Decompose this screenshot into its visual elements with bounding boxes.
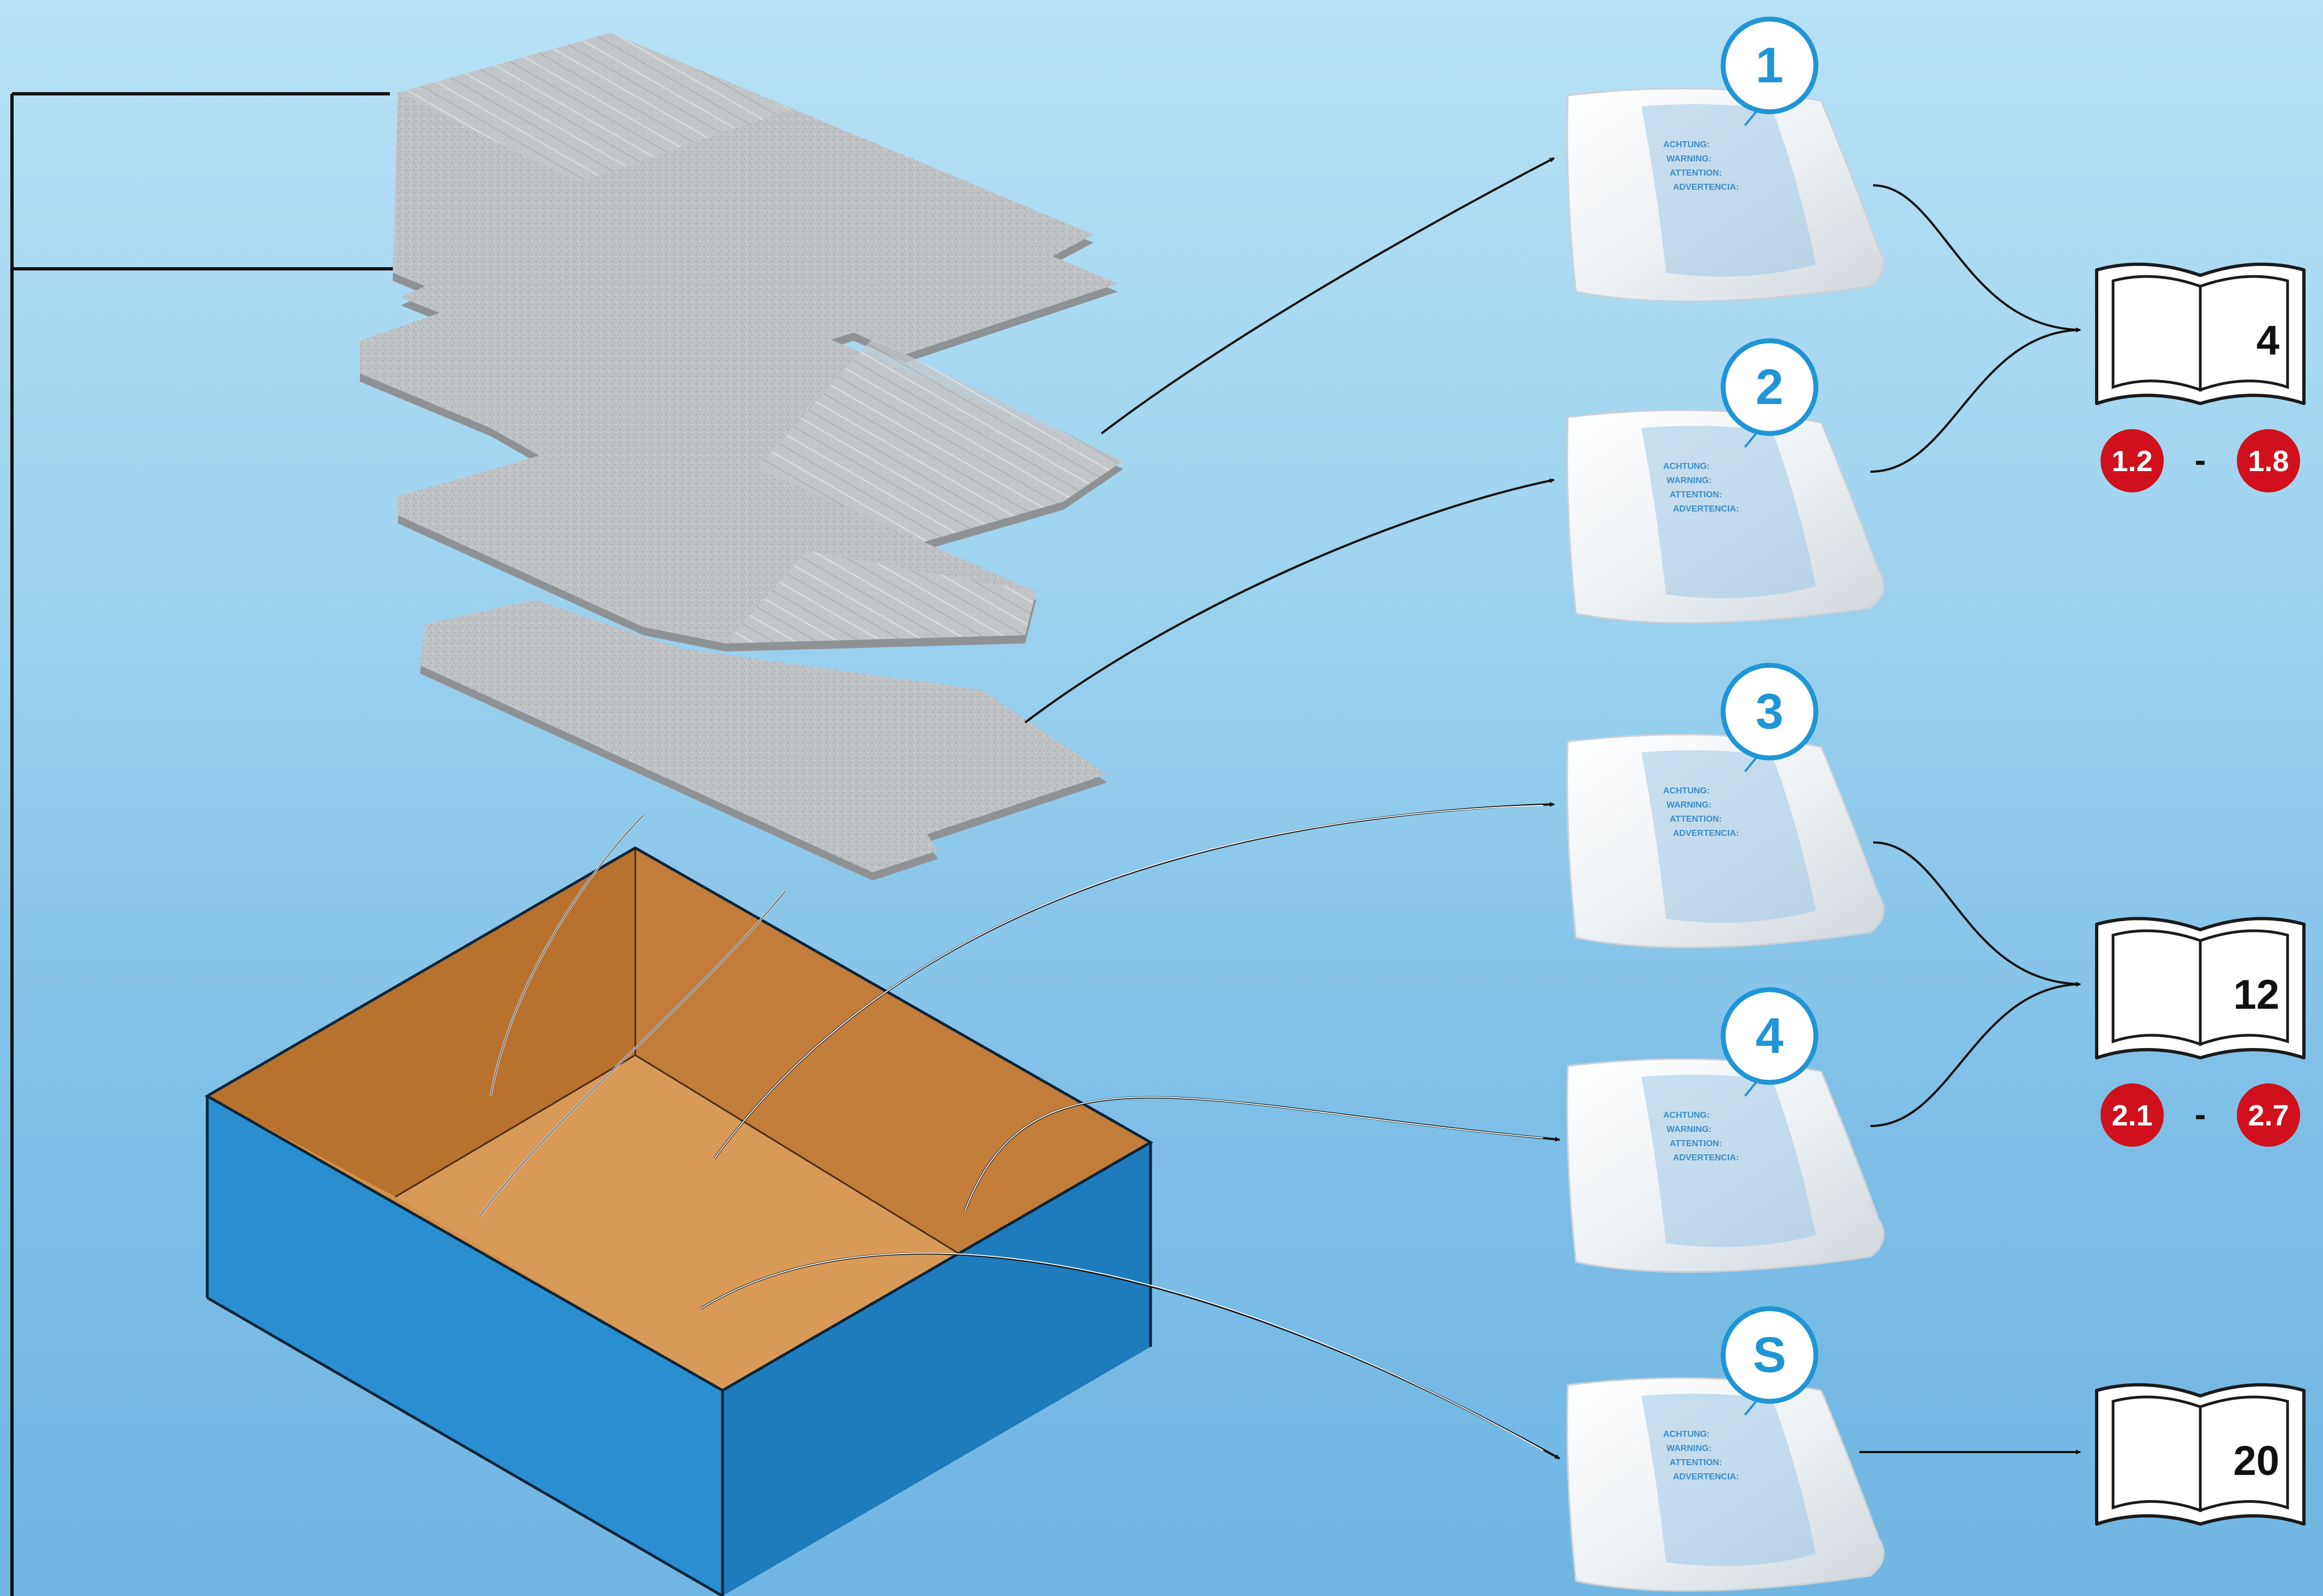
step-badge-label: 2.1: [2111, 1099, 2152, 1132]
left-bracket: [10, 92, 401, 1596]
bag-warning-text: WARNING:: [1666, 1444, 1712, 1453]
manual-page-number: 4: [2256, 317, 2279, 364]
manual-page-number: 12: [2233, 972, 2279, 1018]
bag-label: S: [1753, 1327, 1786, 1383]
bag-warning-text: ATTENTION:: [1670, 168, 1722, 178]
bag-warning-text: ADVERTENCIA:: [1673, 1153, 1739, 1163]
step-range-separator: -: [2195, 442, 2206, 479]
instruction-manual: 20: [2095, 1383, 2306, 1526]
part-arrows-halo: [700, 805, 1544, 1451]
bag-label: 1: [1755, 38, 1783, 93]
step-badge: [2237, 429, 2300, 492]
step-badge-label: 1.8: [2248, 445, 2289, 478]
instruction-manual: 12 2.1 2.7 -: [2095, 917, 2306, 1147]
board-leader-lines-outline: [479, 815, 786, 1216]
step-badge: [2101, 1083, 2164, 1147]
bag-warning-text: ATTENTION:: [1670, 1139, 1722, 1148]
bag-warning-text: ACHTUNG:: [1663, 462, 1710, 471]
bag-warning-text: ADVERTENCIA:: [1673, 829, 1739, 838]
bag-label-circle: [1720, 1306, 1819, 1404]
bag-warning-text: WARNING:: [1666, 154, 1712, 164]
step-range-separator: -: [2195, 1096, 2206, 1134]
bag-warning-text: WARNING:: [1666, 800, 1712, 810]
parts-bag: ACHTUNG: WARNING: ATTENTION: ADVERTENCIA: S: [1566, 1306, 1885, 1592]
bag-warning-text: ADVERTENCIA:: [1673, 504, 1739, 514]
bag-label-circle: [1720, 16, 1819, 115]
step-badge: [2101, 429, 2164, 492]
step-badge-label: 1.2: [2111, 445, 2152, 478]
storage-box: [204, 846, 1154, 1596]
bag-label-circle: [1720, 987, 1819, 1085]
floor-board-bottom: [420, 600, 1107, 881]
bag-warning-text: ATTENTION:: [1670, 490, 1722, 499]
bag-warning-text: ATTENTION:: [1670, 1458, 1722, 1467]
step-badge: [2237, 1083, 2300, 1147]
bag-warning-text: WARNING:: [1666, 476, 1712, 485]
step-badge-label: 2.7: [2248, 1099, 2289, 1132]
parts-bag: ACHTUNG: WARNING: ATTENTION: ADVERTENCIA: 2: [1566, 338, 1885, 624]
manual-page-number: 20: [2233, 1438, 2279, 1484]
bag-warning-text: ACHTUNG:: [1663, 786, 1710, 796]
bag-warning-text: WARNING:: [1666, 1125, 1712, 1134]
bag-label: 4: [1755, 1008, 1783, 1064]
bag-warning-text: ACHTUNG:: [1663, 140, 1710, 149]
manual-arrows: [1859, 184, 2081, 1455]
parts-bag: ACHTUNG: WARNING: ATTENTION: ADVERTENCIA: 1: [1566, 16, 1885, 303]
bag-label-circle: [1720, 663, 1819, 761]
bag-label: 2: [1755, 359, 1783, 415]
bag-label-circle: [1720, 338, 1819, 436]
bag-warning-text: ADVERTENCIA:: [1673, 1472, 1739, 1481]
bag-warning-text: ACHTUNG:: [1663, 1430, 1710, 1439]
bag-warning-text: ACHTUNG:: [1663, 1111, 1710, 1120]
bag-warning-text: ATTENTION:: [1670, 815, 1722, 824]
parts-bag: ACHTUNG: WARNING: ATTENTION: ADVERTENCIA: 3: [1566, 663, 1885, 949]
instruction-manuals: 4 1.2 1.8 - 12 2.1 2.7 - 20: [2095, 262, 2306, 1526]
parts-bags: ACHTUNG:WARNING:ATTENTION:ADVERTENCIA:1A…: [1566, 16, 1885, 1592]
instruction-manual: 4 1.2 1.8 -: [2095, 262, 2306, 492]
floor-board-3: [398, 423, 1036, 652]
bag-label: 3: [1755, 684, 1783, 739]
parts-bag: ACHTUNG: WARNING: ATTENTION: ADVERTENCIA: 4: [1566, 987, 1885, 1273]
bag-warning-text: ADVERTENCIA:: [1673, 183, 1739, 192]
